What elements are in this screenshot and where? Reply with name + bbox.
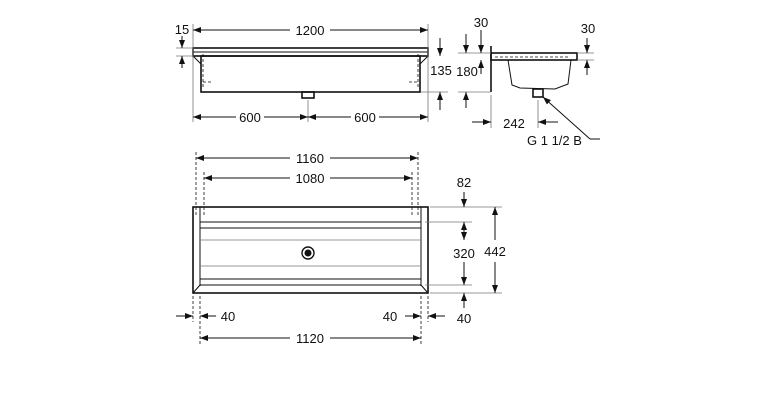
dim-135: 135 — [430, 63, 452, 78]
dim-40-front: 40 — [457, 311, 471, 326]
dim-30-left: 30 — [474, 15, 488, 30]
dim-242: 242 — [503, 116, 525, 131]
dim-600-left: 600 — [239, 110, 261, 125]
dim-442: 442 — [484, 244, 506, 259]
side-drain — [532, 88, 544, 98]
dim-1200: 1200 — [296, 23, 325, 38]
dim-320: 320 — [453, 246, 475, 261]
dim-40-right: 40 — [383, 309, 397, 324]
dim-15: 15 — [175, 22, 189, 37]
dim-1160: 1160 — [296, 151, 324, 166]
dim-30-right: 30 — [581, 21, 595, 36]
drain-hole-center — [304, 249, 312, 257]
dim-600-right: 600 — [354, 110, 376, 125]
front-view: 1200 600 600 15 135 — [175, 22, 452, 125]
dim-180: 180 — [456, 64, 478, 79]
drain-outlet — [301, 91, 315, 99]
dim-1120: 1120 — [296, 331, 324, 346]
side-view: 180 30 30 242 G 1 1/2 B — [456, 15, 600, 148]
drain-thread-label: G 1 1/2 B — [527, 133, 582, 148]
dim-1080: 1080 — [296, 171, 325, 186]
dim-82: 82 — [457, 175, 471, 190]
plan-view: 1160 1080 82 320 442 40 40 40 1120 — [176, 151, 506, 346]
dim-40-left: 40 — [221, 309, 235, 324]
drain-hole — [301, 246, 315, 260]
